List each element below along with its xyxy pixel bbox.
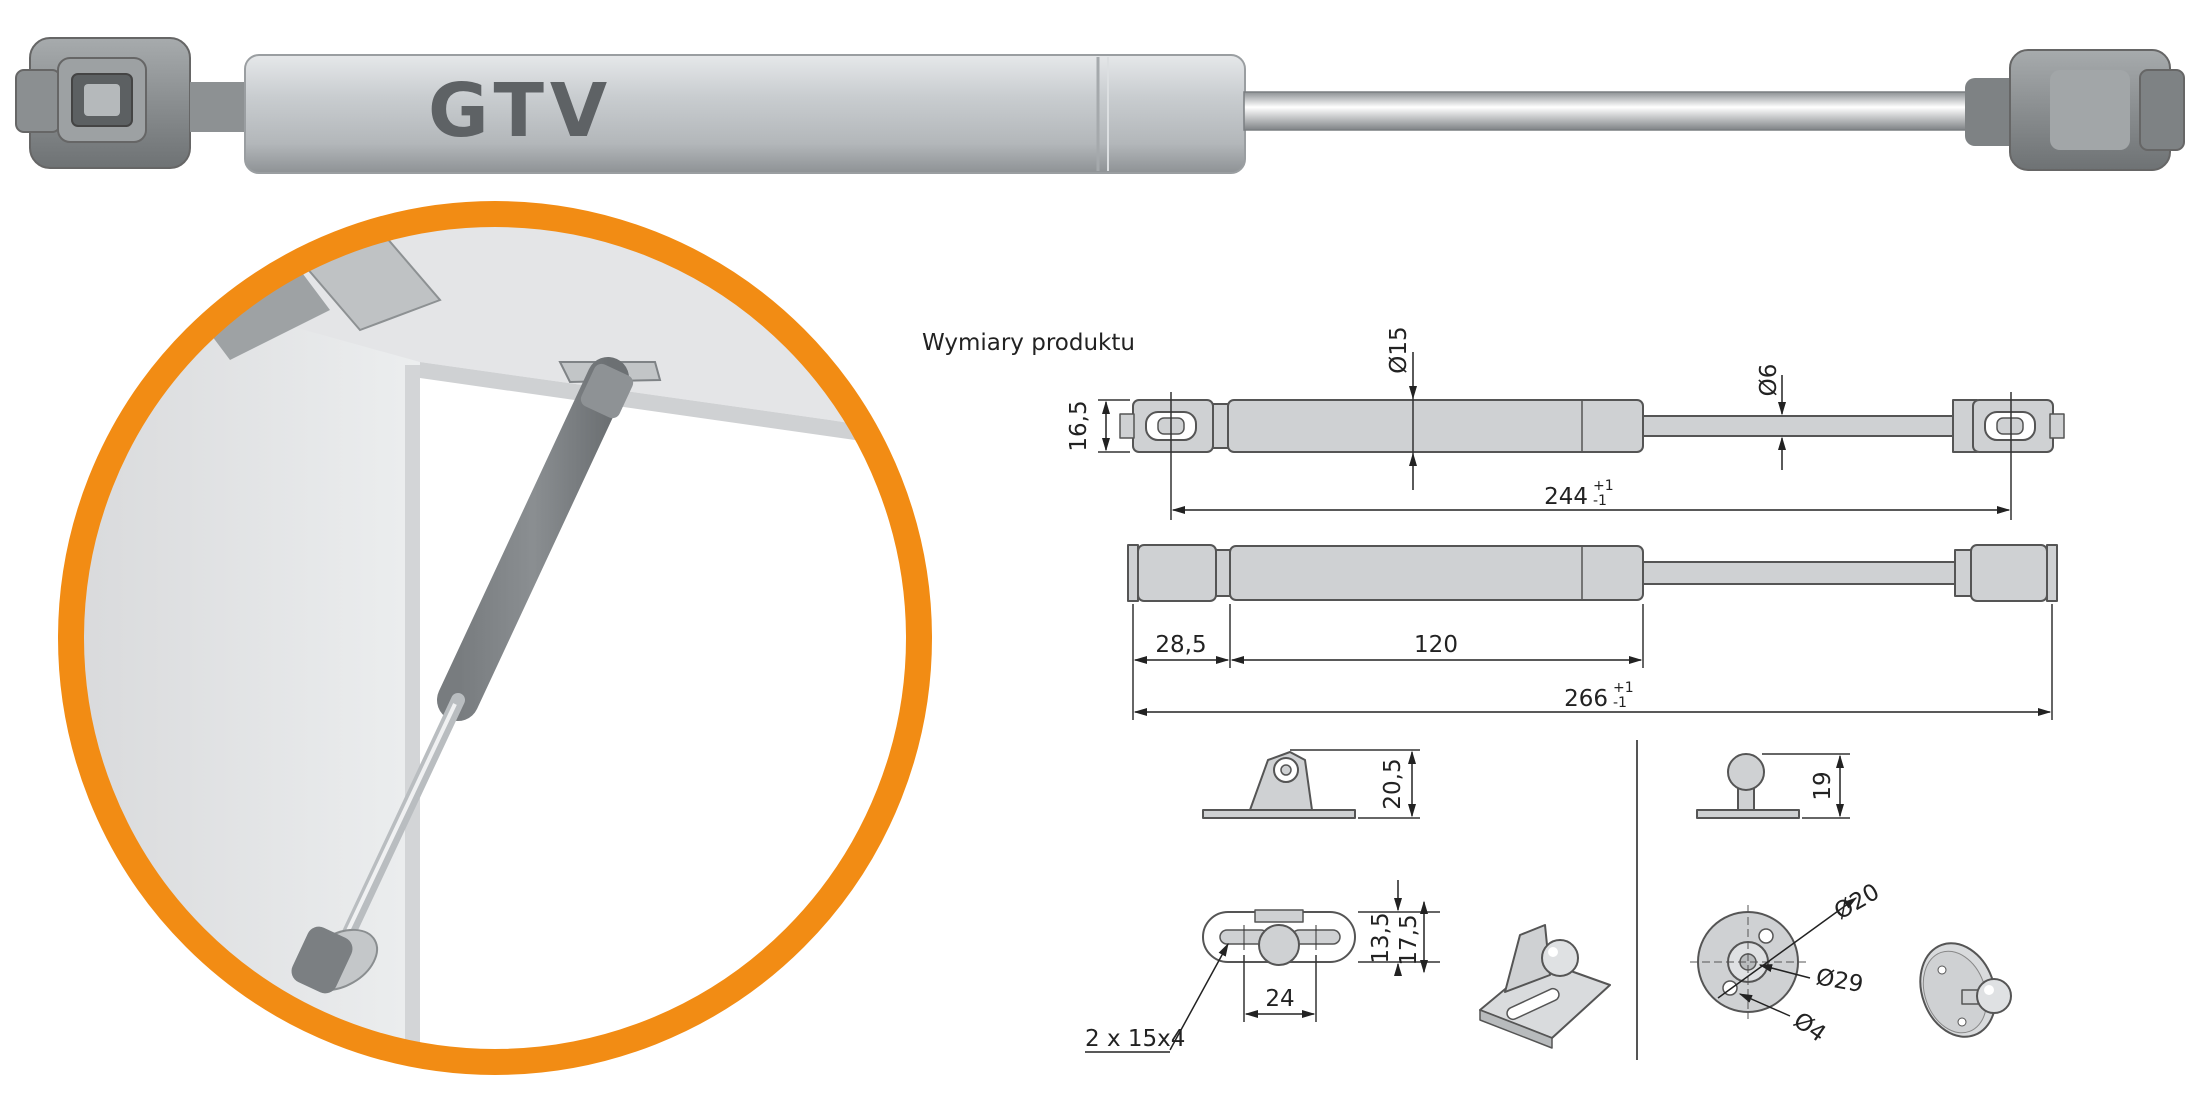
dim-bracket-hole-spacing: 24 — [1265, 986, 1294, 1012]
technical-drawing: 16,5 Ø15 Ø6 244 +1 -1 — [1066, 326, 2065, 1060]
dim-hole-diameter: Ø4 — [1789, 1008, 1831, 1048]
dim-plate-diameter: Ø29 — [1814, 964, 1865, 998]
stud-top-view: Ø20 Ø29 Ø4 — [1690, 879, 1884, 1048]
strut-body: GTV — [244, 54, 1246, 174]
bracket-top-view: 13,5 17,5 24 2 x 15x4 — [1085, 880, 1440, 1053]
brand-logo: GTV — [428, 68, 613, 154]
right-end-fitting — [1965, 49, 2185, 171]
stud-3d-view — [1919, 942, 2012, 1038]
dim-stud-height: 19 — [1810, 771, 1836, 800]
cabinet-installation-photo — [58, 201, 932, 1075]
tol2-plus-1: +1 — [1613, 680, 1634, 696]
dim-rod-diameter: Ø6 — [1756, 364, 1782, 397]
tol-minus-1: -1 — [1593, 493, 1607, 509]
strut-view-top: 16,5 Ø15 Ø6 244 +1 -1 — [1066, 326, 2065, 520]
dim-stroke: 120 — [1414, 632, 1458, 658]
dim-plate-circle: Ø20 — [1830, 879, 1884, 925]
dim-eye-to-eye: 244 — [1544, 484, 1588, 510]
gas-strut-photo: GTV — [15, 37, 2185, 174]
piston-rod — [1243, 91, 1985, 131]
stud-side-view: 19 — [1696, 753, 1850, 819]
dim-end-length: 28,5 — [1155, 632, 1206, 658]
left-end-fitting — [15, 37, 250, 169]
bracket-side-view: 20,5 — [1202, 749, 1420, 819]
dim-total-length: 266 — [1564, 686, 1608, 712]
dim-body-diameter: Ø15 — [1386, 326, 1412, 373]
dim-end-height: 16,5 — [1066, 400, 1092, 451]
dim-bracket-slots: 2 x 15x4 — [1085, 1026, 1185, 1052]
section-title: Wymiary produktu — [922, 330, 1135, 356]
dim-bracket-slot-width: 13,5 — [1368, 912, 1394, 963]
strut-view-side: 28,5 120 266 +1 -1 — [1127, 544, 2058, 720]
bracket-3d-view — [1479, 924, 1611, 1049]
dim-bracket-height: 20,5 — [1380, 758, 1406, 809]
dim-bracket-width: 17,5 — [1396, 914, 1422, 965]
tol-plus-1: +1 — [1593, 478, 1614, 494]
orange-ring — [58, 201, 932, 1075]
tol2-minus-1: -1 — [1613, 695, 1627, 711]
